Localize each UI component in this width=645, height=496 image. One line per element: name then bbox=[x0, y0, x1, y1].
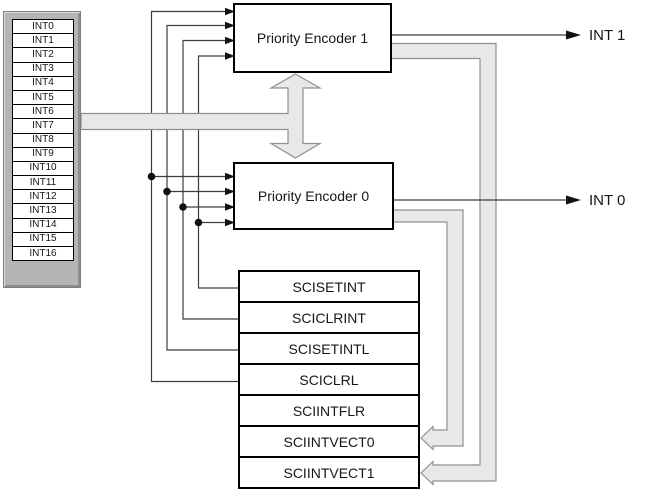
register-row: SCICLRL bbox=[238, 363, 420, 396]
int-input-cell: INT10 bbox=[12, 160, 74, 177]
arrowhead-icon bbox=[566, 30, 581, 40]
int-input-cell: INT15 bbox=[12, 231, 74, 247]
int-input-cell: INT2 bbox=[12, 47, 74, 63]
wire-sciclrl-line bbox=[150, 10, 239, 383]
arrowhead-icon bbox=[225, 21, 235, 30]
int-input-cell: INT0 bbox=[12, 19, 74, 35]
register-row: SCIINTVECT1 bbox=[238, 456, 420, 489]
int-input-cell: INT5 bbox=[12, 89, 74, 106]
bus-encoder1-to-sciintvect1 bbox=[389, 42, 497, 486]
arrowhead-icon bbox=[225, 218, 235, 227]
int0-output-label: INT 0 bbox=[589, 192, 626, 209]
junction-dot bbox=[163, 187, 171, 196]
arrowhead-icon bbox=[225, 7, 235, 16]
arrowhead-icon bbox=[225, 187, 235, 196]
int-input-cell: INT1 bbox=[12, 33, 74, 49]
arrowhead-icon bbox=[225, 36, 235, 45]
int-input-block: INT0 INT1 INT2 INT3 INT4 INT5 INT6 INT7 … bbox=[3, 11, 81, 288]
int-input-cell: INT14 bbox=[12, 217, 74, 233]
bus-encoder0-to-sciintvect0 bbox=[389, 209, 464, 451]
bus-int-block-to-encoders bbox=[80, 73, 323, 159]
priority-encoder-0-box: Priority Encoder 0 bbox=[233, 162, 394, 230]
arrowhead-icon bbox=[225, 52, 235, 60]
arrowhead-icon bbox=[225, 172, 235, 181]
int-input-cell: INT3 bbox=[12, 61, 74, 77]
register-row: SCIINTVECT0 bbox=[238, 425, 420, 458]
wire-scisetint-line bbox=[197, 55, 239, 289]
int-input-cell: INT8 bbox=[12, 132, 74, 148]
int-input-cell: INT13 bbox=[12, 203, 74, 219]
int-input-cell: INT9 bbox=[12, 146, 74, 162]
junction-dot bbox=[179, 203, 187, 211]
wire-scisetintl-line bbox=[166, 24, 239, 351]
register-row: SCISETINT bbox=[238, 270, 420, 303]
arrowhead-icon bbox=[225, 203, 235, 211]
int-input-cell: INT4 bbox=[12, 75, 74, 91]
register-stack: SCISETINT SCICLRINT SCISETINTL SCICLRL S… bbox=[238, 270, 420, 489]
arrowhead-icon bbox=[566, 195, 581, 205]
int-input-cell: INT6 bbox=[12, 104, 74, 120]
int-input-cell: INT7 bbox=[12, 118, 74, 134]
wire-sciclrint-line bbox=[182, 39, 239, 320]
int-input-cell: INT11 bbox=[12, 175, 74, 191]
int-input-cell: INT16 bbox=[12, 246, 74, 262]
junction-dot bbox=[147, 172, 156, 181]
priority-encoder-0-label: Priority Encoder 0 bbox=[257, 188, 370, 204]
priority-encoder-1-box: Priority Encoder 1 bbox=[233, 3, 392, 73]
int-input-cell: INT12 bbox=[12, 189, 74, 205]
priority-encoder-1-label: Priority Encoder 1 bbox=[256, 30, 369, 46]
register-row: SCISETINTL bbox=[238, 332, 420, 365]
int1-output-label: INT 1 bbox=[589, 27, 626, 44]
junction-dot bbox=[194, 218, 203, 227]
register-row: SCICLRINT bbox=[238, 301, 420, 334]
register-row: SCIINTFLR bbox=[238, 394, 420, 427]
